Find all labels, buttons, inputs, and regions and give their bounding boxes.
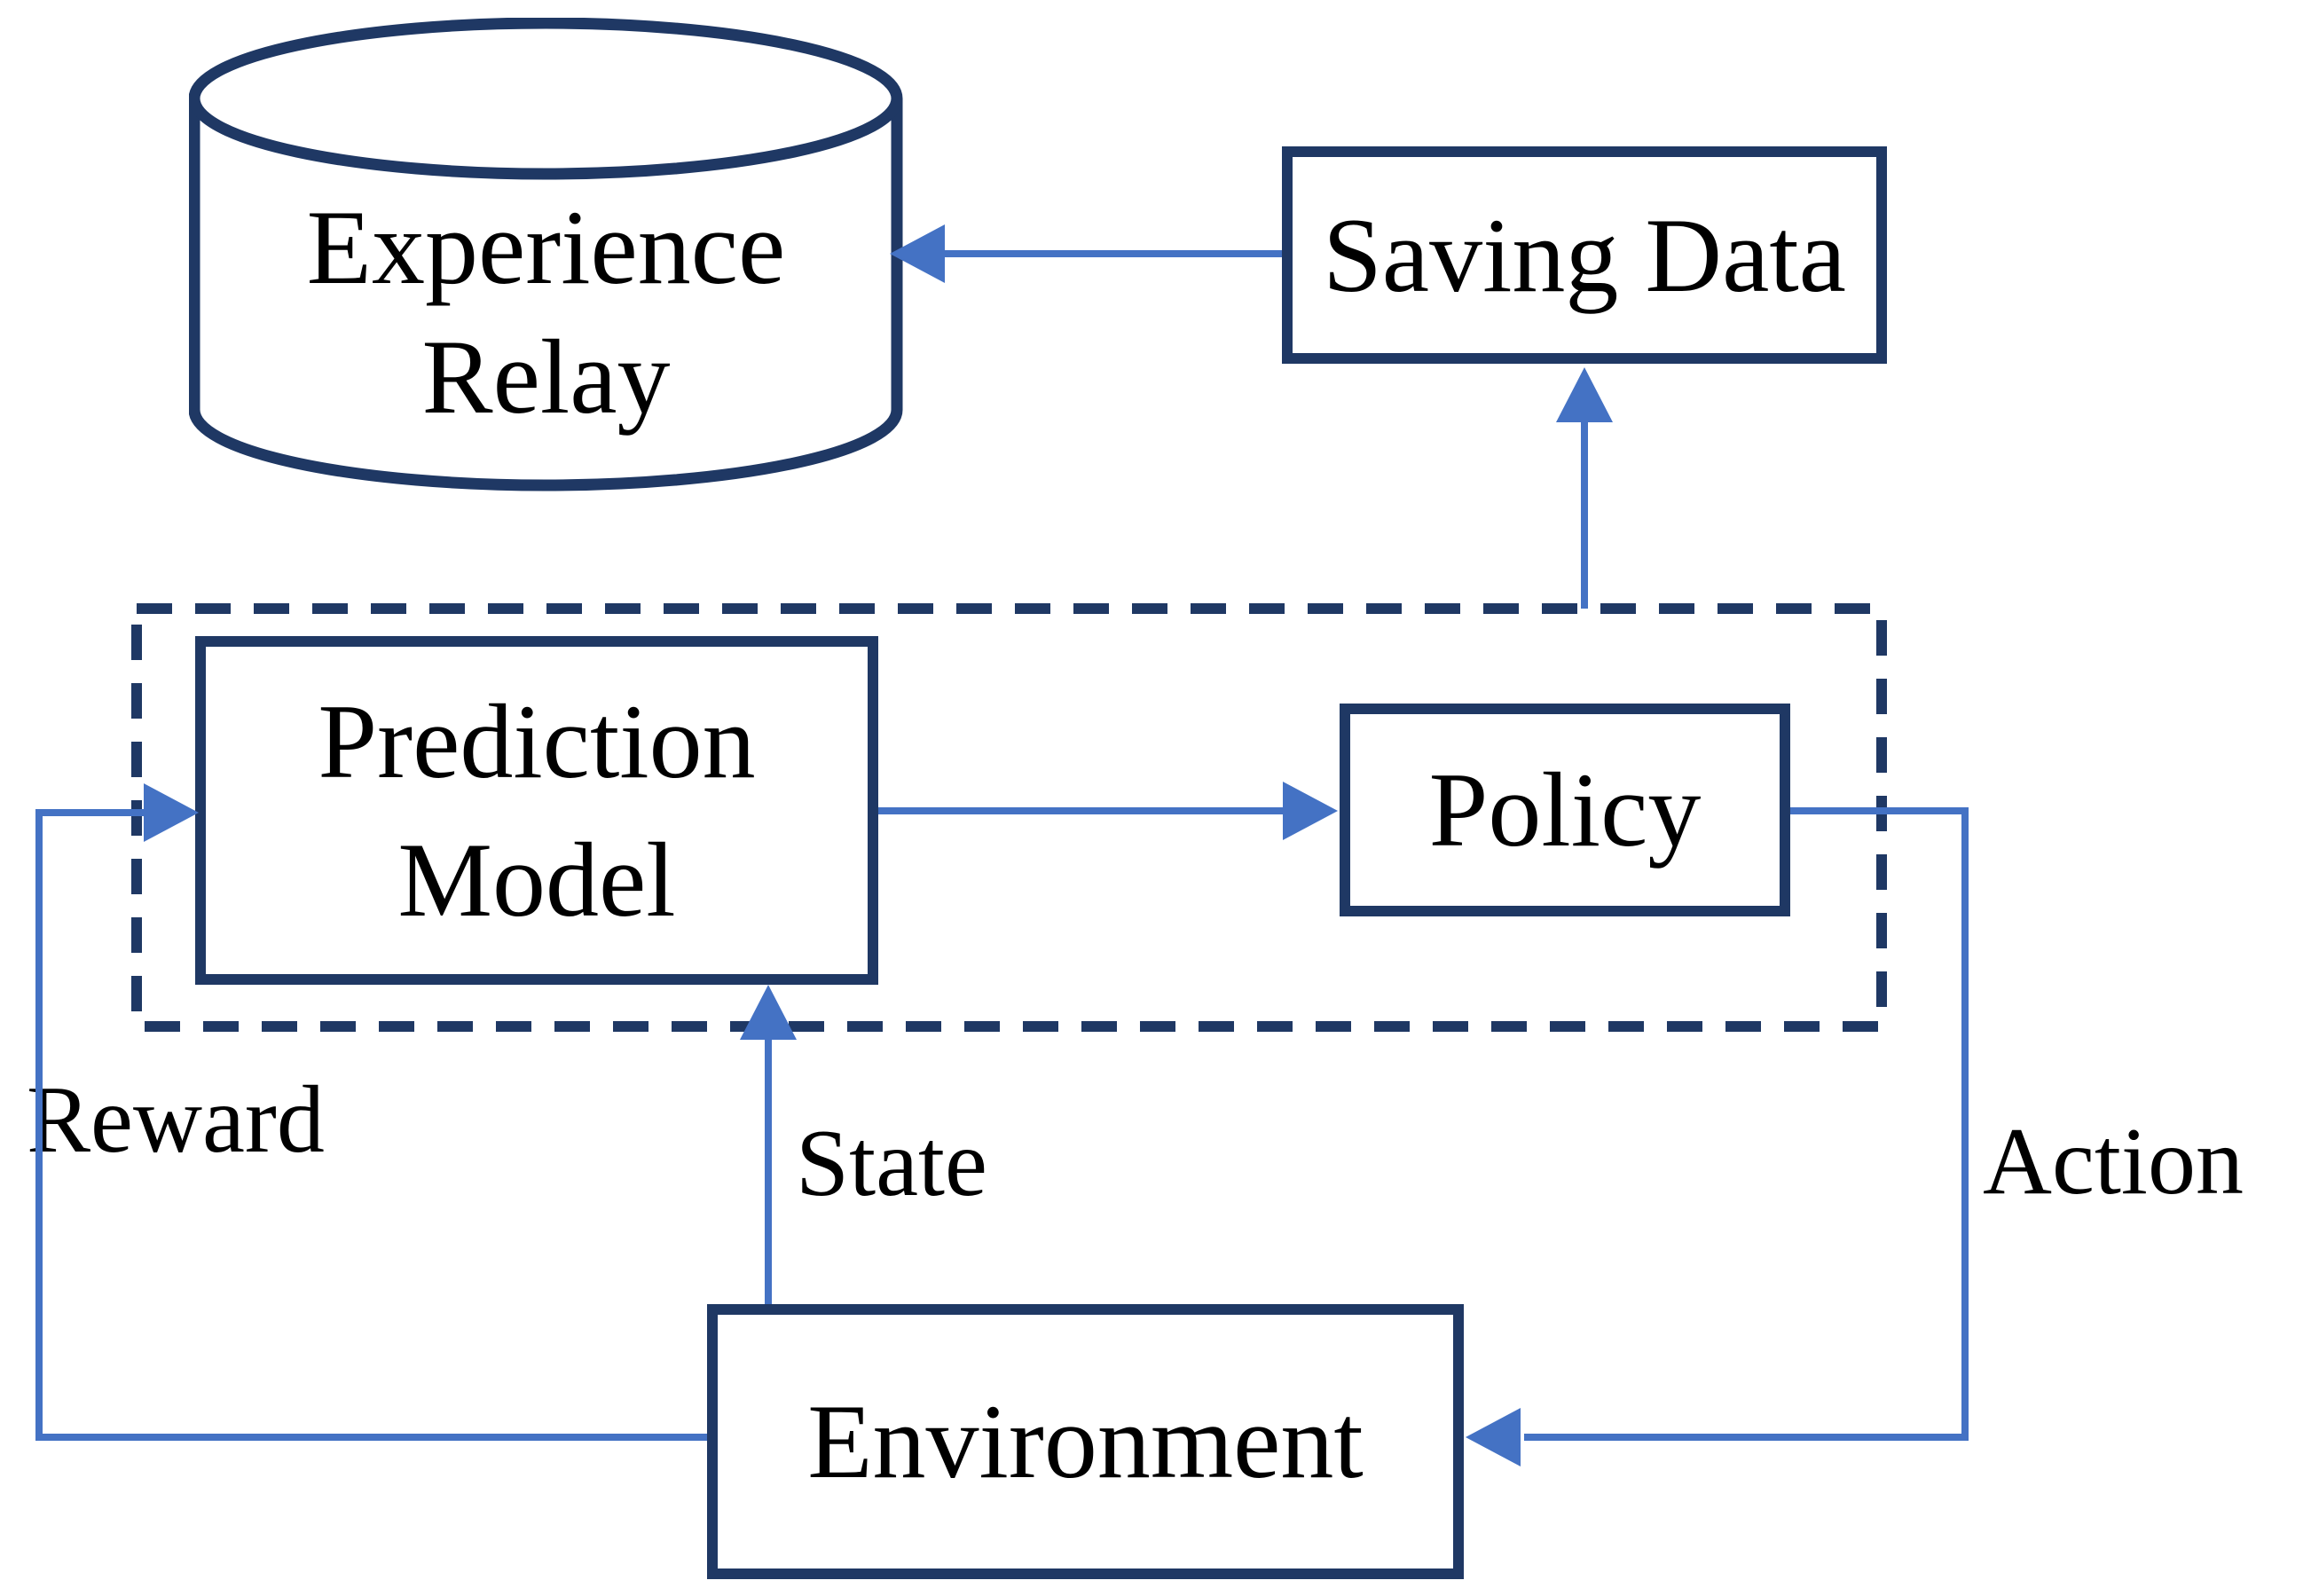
arrow-environment-to-prediction-model-state-arrowhead <box>740 985 797 1040</box>
arrow-prediction-model-to-policy <box>878 782 1338 840</box>
arrow-environment-to-prediction-model-state <box>740 985 797 1304</box>
node-experience-relay-label: Experience Relay <box>189 183 903 442</box>
edge-label-action: Action <box>1983 1109 2244 1215</box>
edge-label-reward: Reward <box>27 1067 325 1173</box>
node-policy-label: Policy <box>1428 751 1702 869</box>
arrow-policy-to-environment-action-arrowhead <box>1466 1408 1521 1466</box>
arrow-prediction-model-to-policy-arrowhead <box>1283 782 1338 840</box>
node-saving-data-label: Saving Data <box>1323 195 1846 314</box>
node-environment-label: Environment <box>807 1382 1364 1500</box>
cylinder-body-shape <box>189 98 903 491</box>
arrow-policy-to-saving-data-arrowhead <box>1556 367 1613 422</box>
edge-label-state: State <box>796 1111 987 1216</box>
node-saving-data: Saving Data <box>1282 146 1887 364</box>
experience-relay-line1: Experience <box>306 188 786 306</box>
node-prediction-model: Prediction Model <box>195 636 878 985</box>
cylinder-top-ellipse <box>189 18 903 180</box>
experience-relay-line2: Relay <box>421 318 671 436</box>
arrow-environment-to-prediction-model-reward-arrowhead <box>144 783 199 842</box>
database-cylinder-shape <box>189 18 903 491</box>
node-prediction-model-line2: Model <box>397 820 676 939</box>
arrow-saving-data-to-experience-relay <box>890 224 1282 283</box>
node-prediction-model-line1: Prediction <box>318 681 756 800</box>
node-experience-relay: Experience Relay <box>189 18 903 492</box>
arrow-policy-to-saving-data <box>1556 367 1613 609</box>
node-environment: Environment <box>707 1304 1464 1579</box>
node-policy: Policy <box>1340 704 1790 916</box>
